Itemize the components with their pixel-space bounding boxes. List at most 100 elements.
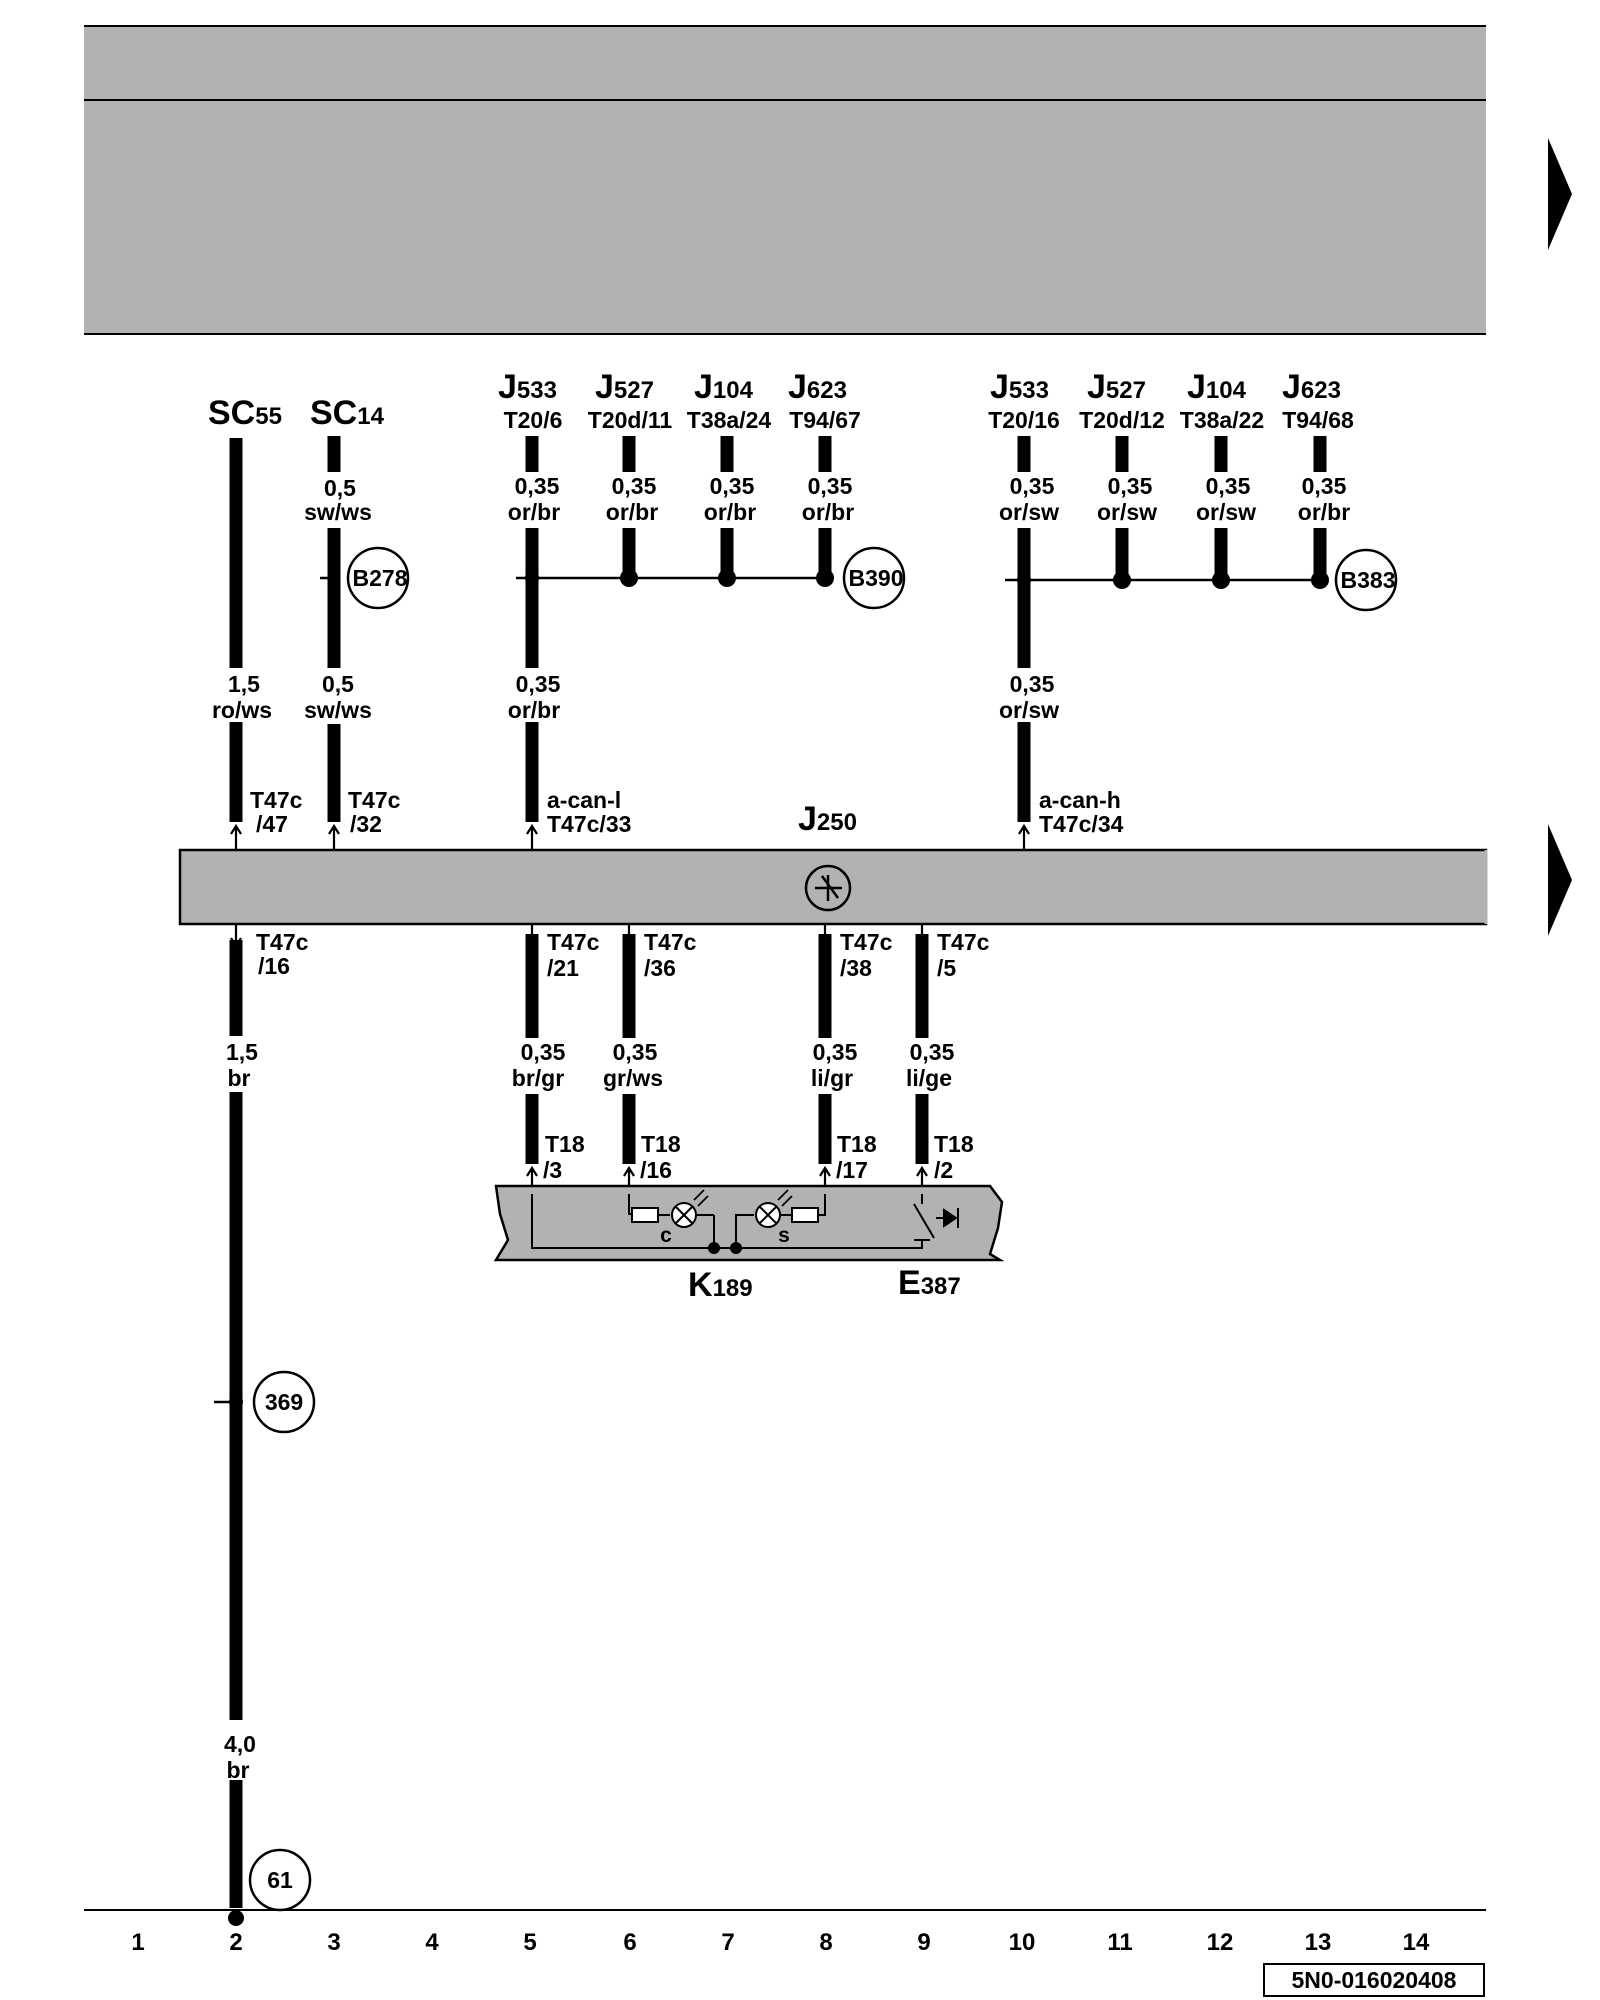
lamp-s-label: s <box>778 1224 790 1247</box>
svg-text:/32: /32 <box>350 811 382 837</box>
svg-text:0,35: 0,35 <box>1010 473 1055 499</box>
svg-text:T38a/24: T38a/24 <box>687 407 772 433</box>
svg-text:13: 13 <box>1305 1929 1332 1956</box>
svg-text:12: 12 <box>1207 1929 1234 1956</box>
svg-text:or/sw: or/sw <box>1097 499 1157 525</box>
svg-text:T18: T18 <box>837 1131 877 1157</box>
svg-text:T47c: T47c <box>840 929 893 955</box>
svg-text:B278: B278 <box>353 565 408 591</box>
svg-text:J623: J623 <box>788 368 847 406</box>
svg-text:T47c: T47c <box>937 929 990 955</box>
svg-text:B390: B390 <box>849 565 904 591</box>
svg-text:/16: /16 <box>258 953 290 979</box>
control-unit-j250 <box>178 848 1488 926</box>
svg-text:1,5: 1,5 <box>228 671 260 697</box>
svg-text:J527: J527 <box>1087 368 1146 406</box>
svg-text:J104: J104 <box>694 368 754 406</box>
svg-text:li/ge: li/ge <box>906 1065 952 1091</box>
svg-text:J623: J623 <box>1282 368 1341 406</box>
svg-text:sw/ws: sw/ws <box>304 499 372 525</box>
continuation-arrow-icon <box>1548 138 1572 250</box>
component-e387-label: E387 <box>898 1264 961 1302</box>
svg-text:0,35: 0,35 <box>1302 473 1347 499</box>
svg-text:/36: /36 <box>644 955 676 981</box>
top-connector-j623-b: J623 T94/68 <box>1282 368 1354 433</box>
svg-text:J533: J533 <box>990 368 1049 406</box>
pin-arrow-icons <box>230 823 1030 1194</box>
svg-text:or/br: or/br <box>606 499 658 525</box>
top-connector-j527-b: J527 T20d/12 <box>1079 368 1165 433</box>
svg-text:/47: /47 <box>256 811 288 837</box>
svg-text:14: 14 <box>1403 1929 1430 1956</box>
svg-text:4,0: 4,0 <box>224 1731 256 1757</box>
junction-dots <box>228 569 1329 1926</box>
svg-text:br: br <box>228 1065 251 1091</box>
svg-text:T47c: T47c <box>256 929 309 955</box>
svg-text:8: 8 <box>819 1929 832 1956</box>
svg-text:/21: /21 <box>547 955 579 981</box>
svg-text:T47c: T47c <box>547 929 600 955</box>
svg-text:li/gr: li/gr <box>811 1065 853 1091</box>
svg-text:61: 61 <box>267 1867 293 1893</box>
component-k189-label: K189 <box>688 1266 753 1304</box>
svg-text:0,5: 0,5 <box>322 671 354 697</box>
connection-point-b278: B278 <box>346 546 410 610</box>
svg-text:T38a/22: T38a/22 <box>1180 407 1264 433</box>
svg-text:T20/16: T20/16 <box>988 407 1060 433</box>
lower-pins: T47c /16 T47c /21 T47c /36 T47c /38 T47c… <box>256 929 990 981</box>
svg-text:369: 369 <box>265 1389 303 1415</box>
connection-point-369: 369 <box>252 1370 316 1434</box>
header-panel <box>84 25 1486 335</box>
svg-text:SC55: SC55 <box>208 394 282 432</box>
svg-text:T94/68: T94/68 <box>1282 407 1354 433</box>
connection-point-61: 61 <box>248 1848 312 1912</box>
ground-symbol-icon <box>804 864 852 912</box>
svg-text:br/gr: br/gr <box>512 1065 564 1091</box>
svg-text:0,35: 0,35 <box>516 671 561 697</box>
top-connector-j104-b: J104 T38a/22 <box>1180 368 1264 433</box>
svg-text:a-can-h: a-can-h <box>1039 787 1121 813</box>
top-connector-j533-b: J533 T20/16 <box>988 368 1060 433</box>
svg-text:9: 9 <box>917 1929 930 1956</box>
svg-text:0,35: 0,35 <box>521 1039 566 1065</box>
svg-text:gr/ws: gr/ws <box>603 1065 663 1091</box>
switch-module: c s <box>493 1184 1005 1262</box>
svg-text:10: 10 <box>1009 1929 1036 1956</box>
svg-text:/16: /16 <box>640 1157 672 1183</box>
svg-text:4: 4 <box>425 1929 439 1956</box>
svg-text:2: 2 <box>229 1929 242 1956</box>
svg-text:or/sw: or/sw <box>1196 499 1256 525</box>
svg-text:B383: B383 <box>1341 567 1396 593</box>
svg-text:0,35: 0,35 <box>710 473 755 499</box>
svg-text:T47c/34: T47c/34 <box>1039 811 1124 837</box>
svg-text:1,5: 1,5 <box>226 1039 258 1065</box>
svg-text:0,35: 0,35 <box>613 1039 658 1065</box>
top-connector-j527-a: J527 T20d/11 <box>588 368 673 433</box>
svg-text:or/br: or/br <box>802 499 854 525</box>
top-connector-j104-a: J104 T38a/24 <box>687 368 772 433</box>
svg-text:/2: /2 <box>934 1157 953 1183</box>
svg-text:T94/67: T94/67 <box>789 407 861 433</box>
svg-text:0,35: 0,35 <box>808 473 853 499</box>
svg-text:0,35: 0,35 <box>1010 671 1055 697</box>
svg-text:br: br <box>227 1757 250 1783</box>
svg-text:0,35: 0,35 <box>1206 473 1251 499</box>
svg-text:6: 6 <box>623 1929 636 1956</box>
top-connector-j623-a: J623 T94/67 <box>788 368 861 433</box>
svg-text:0,35: 0,35 <box>813 1039 858 1065</box>
svg-text:T20d/12: T20d/12 <box>1079 407 1165 433</box>
control-unit-label: J250 <box>798 800 857 838</box>
svg-text:/38: /38 <box>840 955 872 981</box>
svg-text:T20/6: T20/6 <box>504 407 563 433</box>
top-connector-sc55: SC55 <box>208 394 282 432</box>
connection-point-b383: B383 <box>1334 548 1398 612</box>
svg-text:J533: J533 <box>498 368 557 406</box>
svg-text:5: 5 <box>523 1929 536 1956</box>
svg-text:5N0-016020408: 5N0-016020408 <box>1292 1967 1457 1993</box>
svg-text:T47c: T47c <box>348 787 401 813</box>
continuation-arrow-icon <box>1548 824 1572 936</box>
svg-text:sw/ws: sw/ws <box>304 697 372 723</box>
svg-text:T47c: T47c <box>250 787 303 813</box>
svg-text:1: 1 <box>131 1929 144 1956</box>
